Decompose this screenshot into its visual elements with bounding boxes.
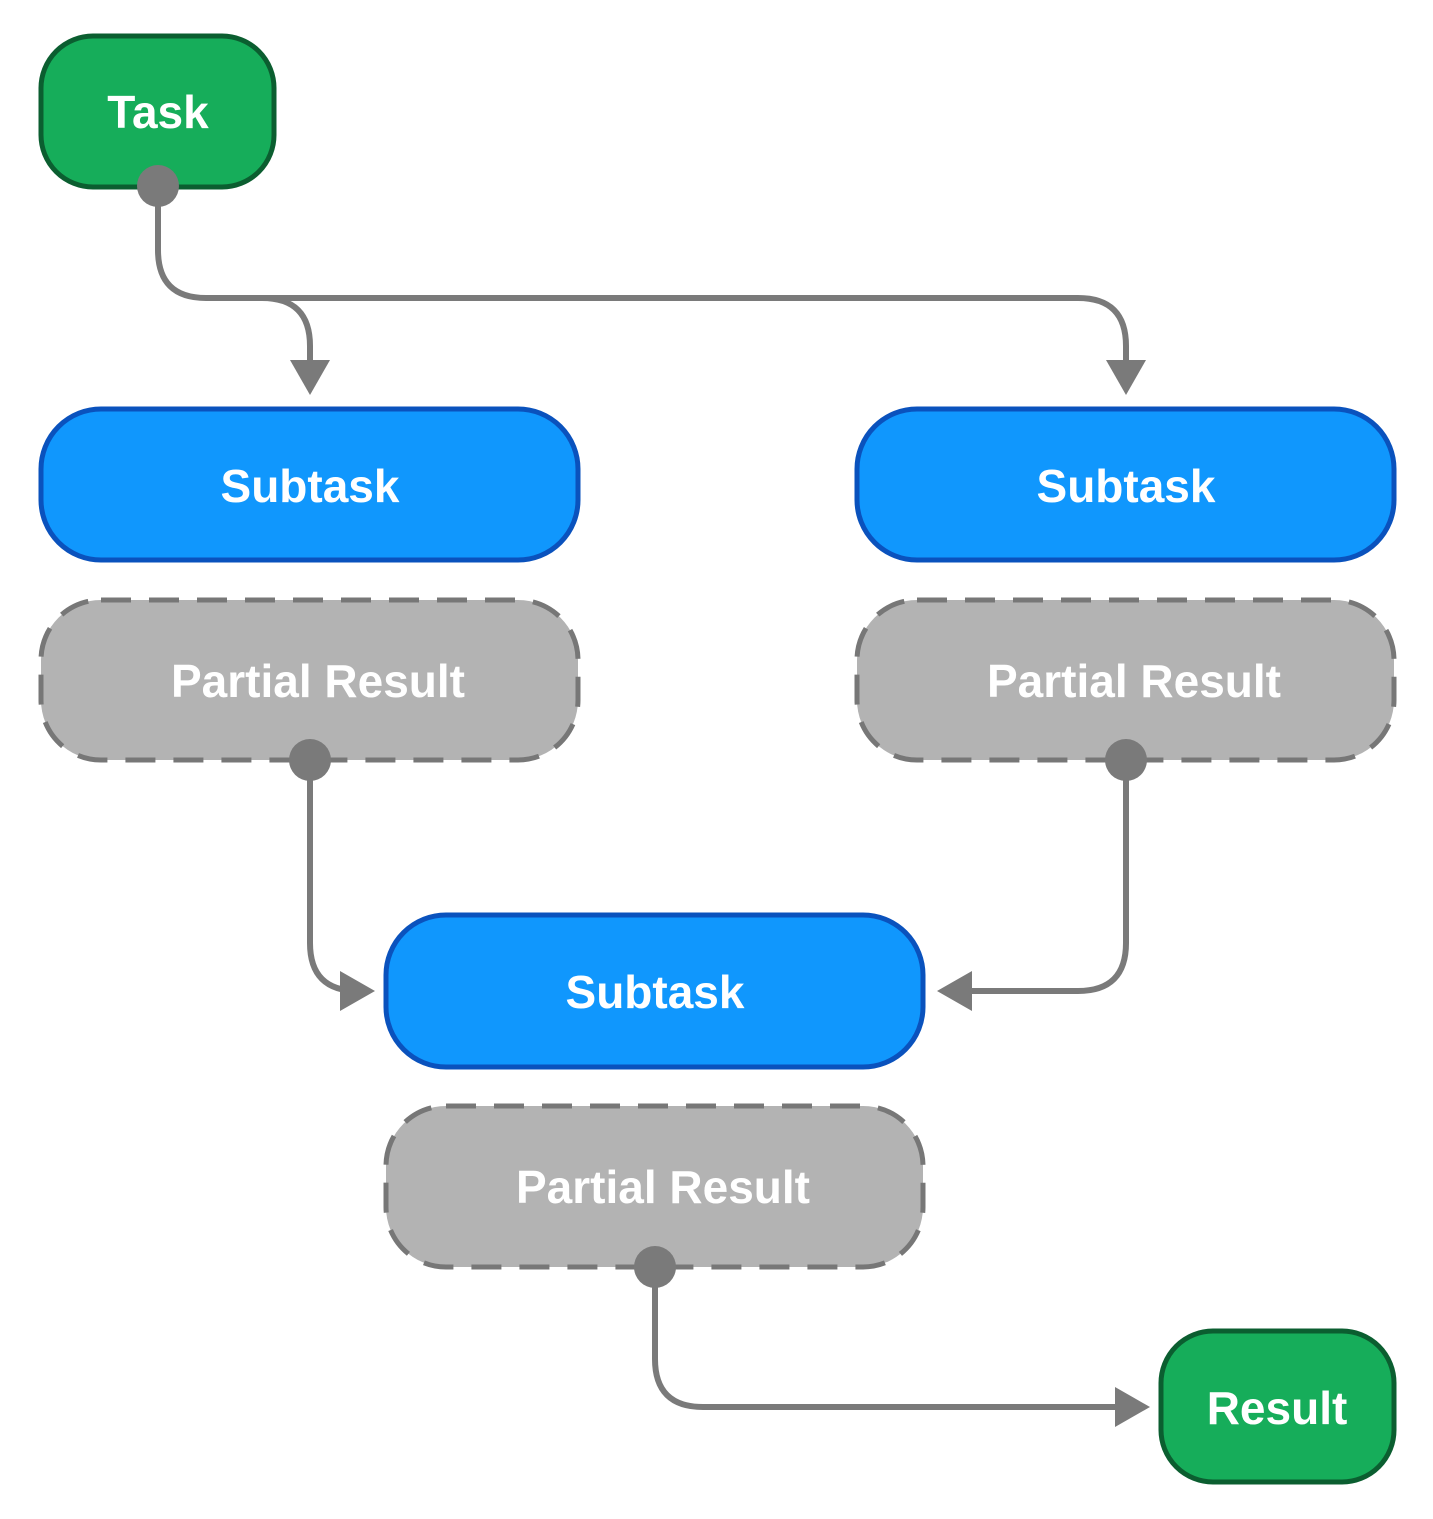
connectors bbox=[155, 183, 1129, 1410]
subtask-node-bottom-label: Subtask bbox=[566, 966, 745, 1018]
partial-result-node-left-label: Partial Result bbox=[171, 655, 465, 707]
connector-task-to-subtask-left bbox=[155, 183, 313, 365]
connector-partial-left-to-subtask-bottom bbox=[307, 757, 361, 994]
connection-dot bbox=[137, 165, 179, 207]
arrowhead-left-icon bbox=[937, 971, 972, 1011]
result-node-label: Result bbox=[1207, 1382, 1348, 1434]
connection-dot bbox=[1105, 739, 1147, 781]
subtask-node-right-label: Subtask bbox=[1037, 460, 1216, 512]
subtask-node-right-shape bbox=[854, 406, 1397, 563]
arrowhead-right-icon bbox=[340, 971, 375, 1011]
connector-partial-right-to-subtask-bottom bbox=[962, 757, 1129, 994]
task-node: Task bbox=[38, 33, 277, 190]
result-node: Result bbox=[1158, 1328, 1397, 1485]
partial-result-node-left: Partial Result bbox=[38, 597, 581, 763]
subtask-node-left-shape bbox=[38, 406, 581, 563]
result-node-shape bbox=[1158, 1328, 1397, 1485]
partial-result-node-right-label: Partial Result bbox=[987, 655, 1281, 707]
subtask-node-left: Subtask bbox=[38, 406, 581, 563]
connection-dot bbox=[634, 1246, 676, 1288]
partial-result-node-right-shape bbox=[854, 597, 1397, 763]
connector-partial-bottom-to-result bbox=[652, 1264, 1121, 1410]
task-node-label: Task bbox=[107, 86, 209, 138]
subtask-node-bottom: Subtask bbox=[383, 912, 926, 1070]
subtask-node-right: Subtask bbox=[854, 406, 1397, 563]
arrowheads bbox=[290, 360, 1150, 1427]
arrowhead-right-icon bbox=[1115, 1387, 1150, 1427]
connection-dot bbox=[289, 739, 331, 781]
connection-dots bbox=[137, 165, 1147, 1288]
subtask-node-bottom-shape bbox=[383, 912, 926, 1070]
partial-result-node-right: Partial Result bbox=[854, 597, 1397, 763]
partial-result-node-bottom-shape bbox=[383, 1103, 926, 1270]
arrowhead-down-icon bbox=[1106, 360, 1146, 395]
connector-task-to-subtask-right bbox=[259, 295, 1129, 365]
partial-result-node-left-shape bbox=[38, 597, 581, 763]
subtask-node-left-label: Subtask bbox=[221, 460, 400, 512]
partial-result-node-bottom: Partial Result bbox=[383, 1103, 926, 1270]
partial-result-node-bottom-label: Partial Result bbox=[516, 1161, 810, 1213]
arrowhead-down-icon bbox=[290, 360, 330, 395]
